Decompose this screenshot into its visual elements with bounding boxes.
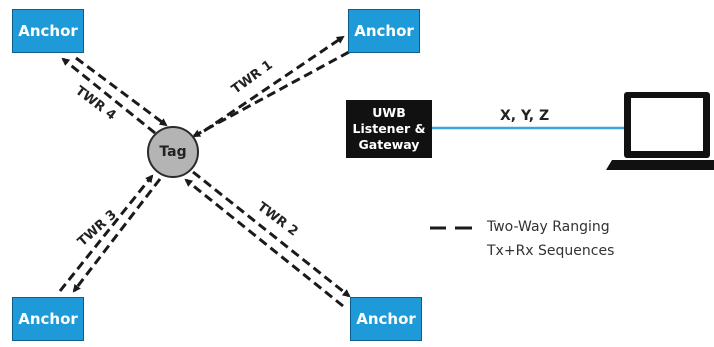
uwb-listener-gateway: UWB Listener & Gateway	[346, 100, 432, 158]
legend-text-line-1: Two-Way Ranging	[487, 219, 610, 235]
tag-node: Tag	[147, 126, 199, 178]
twr1-dashed-arrows	[192, 35, 350, 138]
twr3-dashed-arrows	[58, 174, 162, 293]
anchor-top-right: Anchor	[348, 9, 420, 53]
laptop-icon	[606, 92, 714, 170]
twr2-dashed-arrows	[184, 170, 351, 308]
anchor-bottom-left: Anchor	[12, 297, 84, 341]
connection-label: X, Y, Z	[500, 108, 550, 124]
anchor-bottom-right: Anchor	[350, 297, 422, 341]
twr4-dashed-arrows	[61, 56, 168, 135]
gateway-line-2: Listener &	[352, 121, 426, 136]
gateway-line-3: Gateway	[358, 137, 420, 152]
anchor-top-left: Anchor	[12, 9, 84, 53]
legend-text-line-2: Tx+Rx Sequences	[487, 243, 615, 259]
gateway-line-1: UWB	[372, 105, 406, 120]
